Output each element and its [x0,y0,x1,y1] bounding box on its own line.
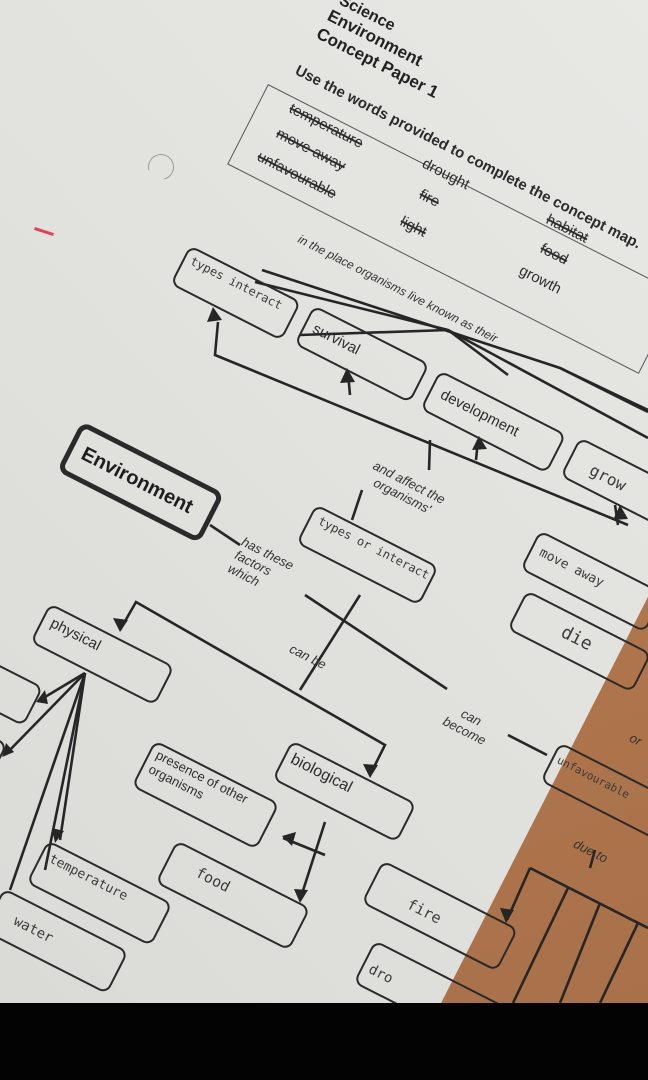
bottom-black-bar [0,1003,648,1080]
connector-lines [2,268,648,1003]
photo: Science Environment Concept Paper 1 Use … [0,0,648,1003]
